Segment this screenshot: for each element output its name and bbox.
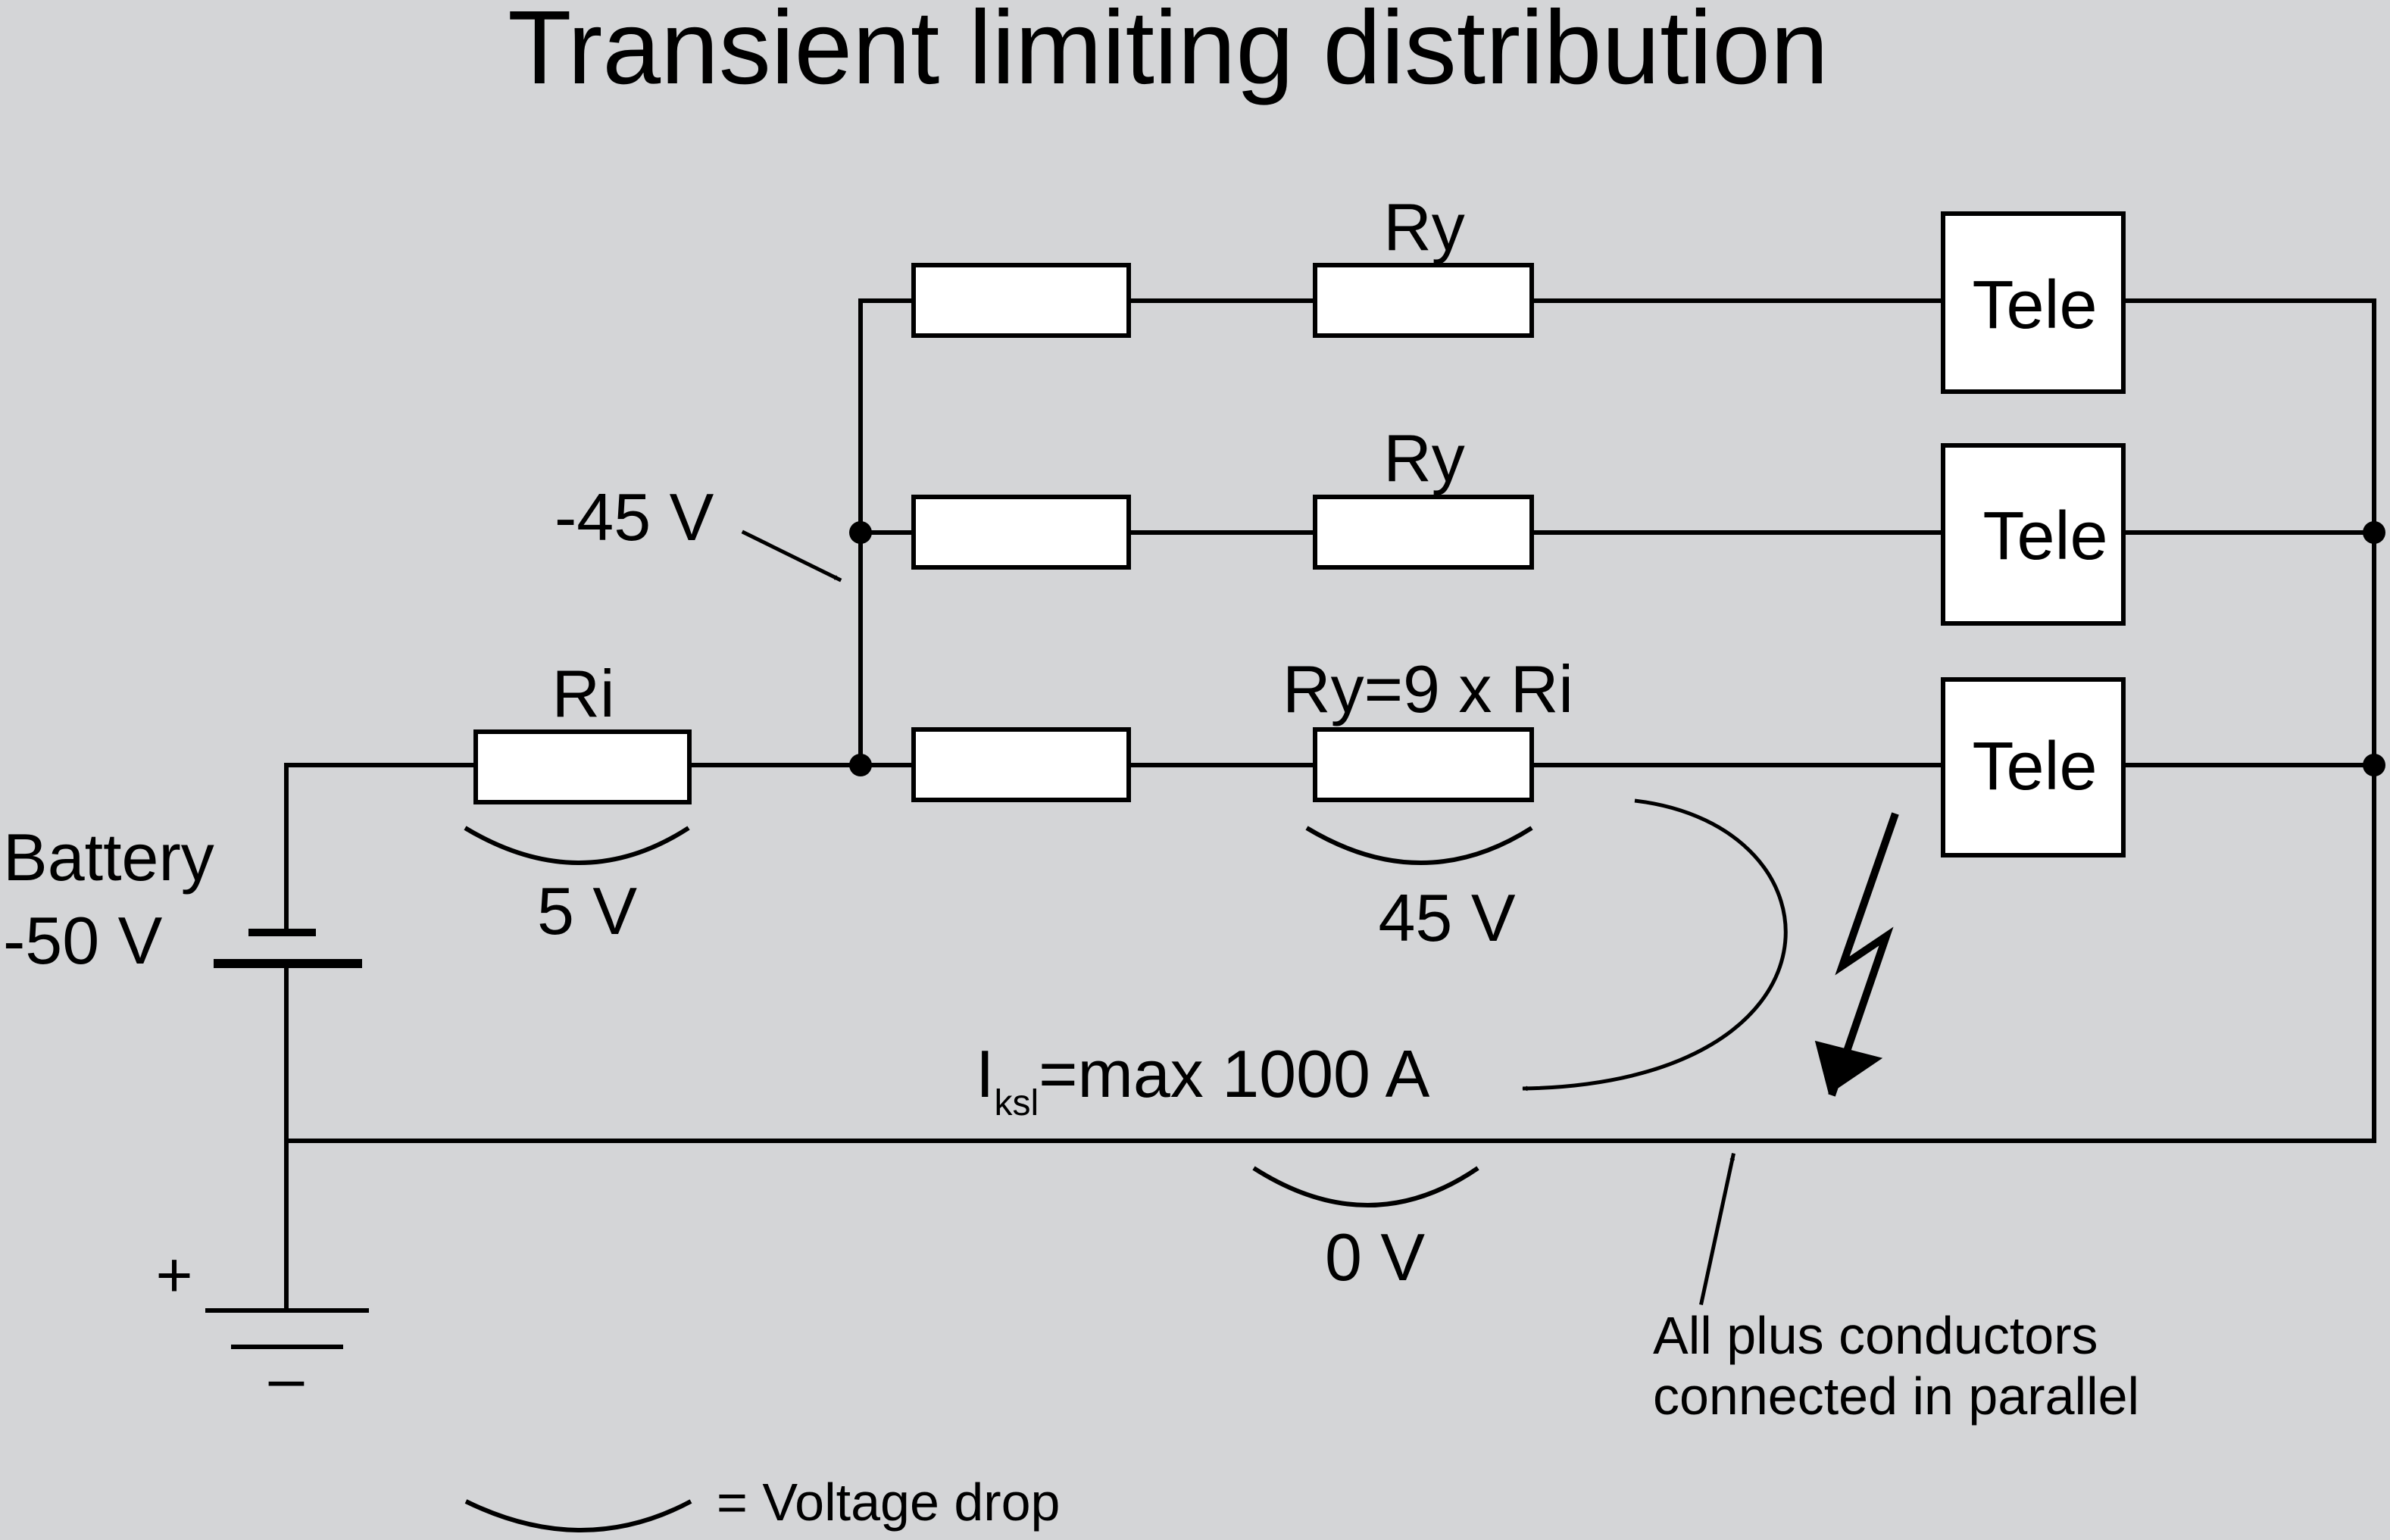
ri-drop-label: 5 V: [537, 873, 637, 948]
battery-label: Battery: [3, 820, 214, 895]
parallel-annotation-line2: connected in parallel: [1653, 1367, 2139, 1426]
tele-label-bottom: Tele: [1972, 729, 2097, 804]
fuse-mid: [911, 495, 1131, 570]
wires: [284, 298, 2376, 1313]
parallel-annotation-arrow: [1699, 1153, 1735, 1305]
resistor-ri-label: Ri: [551, 656, 614, 731]
tele-box-bottom: [1941, 677, 2126, 857]
fault-current-value: =max 1000 A: [1039, 1036, 1429, 1111]
tele-label-top: Tele: [1972, 267, 2097, 343]
fault-current-symbol: I: [976, 1036, 994, 1111]
resistor-ry-top: [1313, 263, 1534, 338]
tele-label-mid: Tele: [1982, 498, 2107, 574]
fuse-bottom: [911, 727, 1131, 802]
ry-drop-label: 45 V: [1378, 880, 1515, 955]
junction-node-bottom: [849, 754, 872, 776]
plus-sign: +: [155, 1239, 192, 1310]
fault-current-arrow: [1522, 798, 1788, 1092]
legend-text: = Voltage drop: [717, 1473, 1060, 1532]
node-voltage-label: -45 V: [555, 479, 714, 554]
fault-current-label: Iksl=max 1000 A: [976, 1036, 1430, 1123]
minus-sign: –: [269, 1342, 305, 1413]
diagram-title: Transient limiting distribution: [508, 0, 1829, 106]
battery-symbol: [214, 929, 362, 968]
resistor-ry-mid: [1313, 495, 1534, 570]
tele-box-mid: [1941, 443, 2126, 626]
return-drop-label: 0 V: [1325, 1220, 1425, 1295]
parallel-annotation-line1: All plus conductors: [1653, 1306, 2098, 1365]
voltage-drop-arc-ry: [1305, 826, 1533, 865]
voltage-drop-arc-return: [1252, 1166, 1479, 1207]
fuse-top: [911, 263, 1131, 338]
junction-right-bottom: [2363, 754, 2385, 776]
node-voltage-arrow: [741, 529, 842, 583]
fault-current-subscript: ksl: [994, 1083, 1039, 1123]
tele-box-top: [1941, 211, 2126, 394]
resistor-ry-bottom-label: Ry=9 x Ri: [1282, 651, 1573, 726]
short-circuit-arrowhead: [1814, 1040, 1883, 1095]
resistor-ry-top-label: Ry: [1383, 189, 1465, 264]
legend-arc: [464, 1499, 692, 1532]
voltage-drop-arc-ri: [464, 826, 690, 865]
ground-symbol: [205, 1308, 369, 1349]
resistor-ri: [473, 729, 692, 804]
battery-voltage: -50 V: [3, 903, 163, 978]
short-circuit-lightning-icon: [1828, 812, 1899, 1097]
resistor-ry-mid-label: Ry: [1383, 420, 1465, 495]
junction-node-mid: [849, 521, 872, 544]
resistor-ry-bottom: [1313, 727, 1534, 802]
junction-right-mid: [2363, 521, 2385, 544]
